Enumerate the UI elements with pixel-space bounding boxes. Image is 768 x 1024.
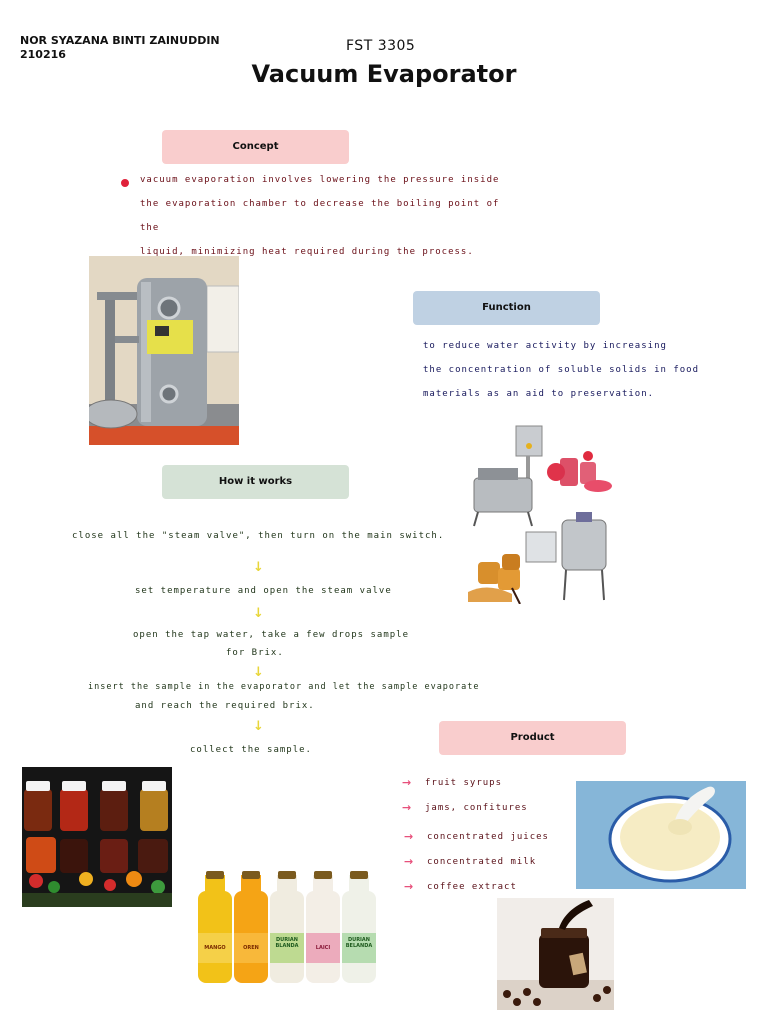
- course-code: FST 3305: [346, 38, 416, 54]
- arrow-right-icon: →: [402, 801, 412, 814]
- arrow-right-icon: →: [404, 880, 414, 893]
- concept-line: the evaporation chamber to decrease the …: [140, 199, 500, 233]
- product-item: fruit syrups: [425, 778, 503, 788]
- coffee-extract-photo: [497, 898, 614, 1010]
- concept-line: liquid, minimizing heat required during …: [140, 247, 474, 257]
- syrup-jars-photo: [22, 767, 172, 907]
- function-line: the concentration of soluble solids in f…: [423, 365, 699, 375]
- step-3: open the tap water, take a few drops sam…: [133, 630, 409, 640]
- product-item: concentrated milk: [427, 857, 537, 867]
- concept-line: vacuum evaporation involves lowering the…: [140, 175, 500, 185]
- down-arrow-icon: ↓: [253, 606, 264, 621]
- function-heading: Function: [413, 291, 600, 325]
- bottle-label: MANGO: [204, 945, 226, 951]
- step-5: collect the sample.: [190, 745, 312, 755]
- down-arrow-icon: ↓: [253, 719, 264, 734]
- function-text: to reduce water activity by increasing t…: [423, 334, 753, 406]
- bottle-label: DURIAN BLANDA: [275, 937, 299, 949]
- evaporator-photo: [89, 256, 239, 445]
- function-line: materials as an aid to preservation.: [423, 389, 655, 399]
- machines-food-image: [468, 424, 618, 604]
- bottle-label: LAICI: [315, 945, 331, 951]
- product-item: concentrated juices: [427, 832, 549, 842]
- juice-bottles-photo: MANGO OREN DURIAN BLANDA LAICI DURIAN BE…: [187, 861, 397, 991]
- step-4: insert the sample in the evaporator and …: [88, 682, 480, 692]
- step-4-continued: and reach the required brix.: [135, 701, 315, 711]
- how-it-works-heading: How it works: [162, 465, 349, 499]
- product-item: jams, confitures: [425, 803, 528, 813]
- condensed-milk-photo: [576, 781, 746, 889]
- concept-text: vacuum evaporation involves lowering the…: [140, 168, 520, 264]
- arrow-right-icon: →: [402, 776, 412, 789]
- bullet-dot-icon: [121, 179, 129, 187]
- bottle-label: OREN: [243, 945, 259, 951]
- author-id: 210216: [20, 48, 66, 61]
- arrow-right-icon: →: [404, 855, 414, 868]
- step-3-continued: for Brix.: [226, 648, 284, 658]
- author-block: NOR SYAZANA BINTI ZAINUDDIN 210216: [20, 34, 220, 62]
- page-title: Vacuum Evaporator: [251, 60, 517, 88]
- product-item: coffee extract: [427, 882, 517, 892]
- down-arrow-icon: ↓: [253, 665, 264, 680]
- author-name: NOR SYAZANA BINTI ZAINUDDIN: [20, 34, 220, 47]
- arrow-right-icon: →: [404, 830, 414, 843]
- function-line: to reduce water activity by increasing: [423, 341, 667, 351]
- step-2: set temperature and open the steam valve: [135, 586, 392, 596]
- down-arrow-icon: ↓: [253, 560, 264, 575]
- bottle-label: DURIAN BELANDA: [345, 937, 373, 949]
- concept-heading: Concept: [162, 130, 349, 164]
- step-1: close all the "steam valve", then turn o…: [72, 531, 445, 541]
- product-heading: Product: [439, 721, 626, 755]
